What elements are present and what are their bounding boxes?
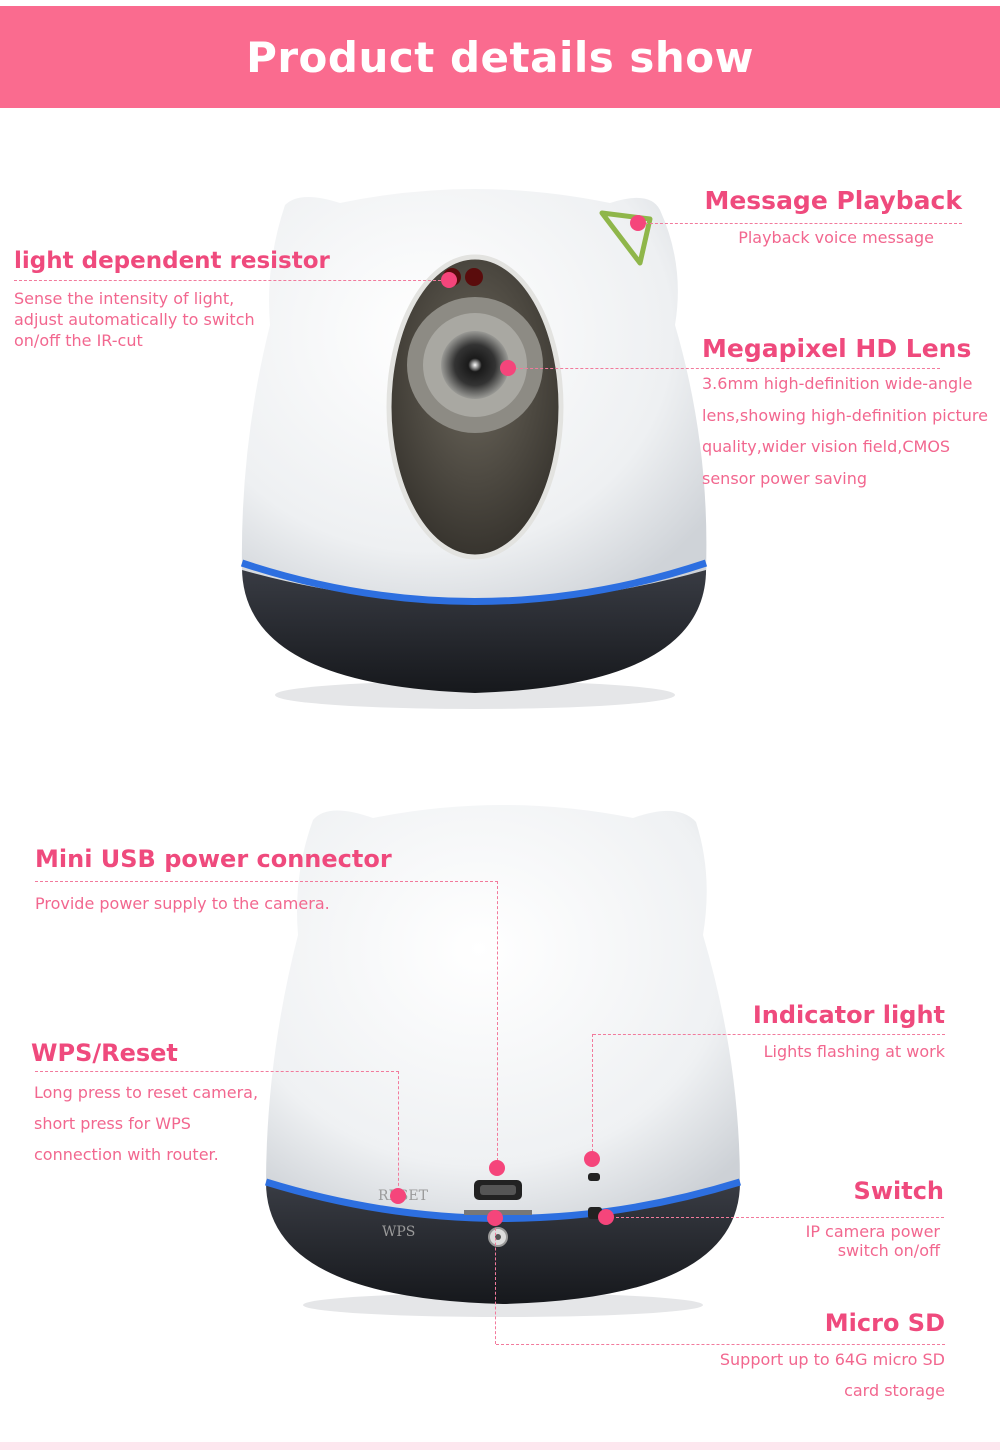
leader-line-indicator — [593, 1034, 945, 1035]
leader-line-wps — [35, 1071, 399, 1072]
marker-indicator — [584, 1151, 600, 1167]
callout-switch: Switch IP camera power switch on/off — [780, 1176, 944, 1260]
callout-description: Provide power supply to the camera. — [35, 894, 330, 913]
marker-switch — [598, 1209, 614, 1225]
callout-title: Megapixel HD Lens — [702, 334, 972, 363]
leader-line-indicator-vertical — [592, 1034, 593, 1152]
callout-title: light dependent resistor — [14, 248, 330, 274]
callout-title: Indicator light — [752, 1001, 945, 1029]
leader-line-light-sensor — [14, 280, 446, 281]
callout-usb: Mini USB power connector Provide power s… — [35, 844, 392, 919]
leader-line-wps-vertical — [398, 1071, 399, 1191]
callout-title: Switch — [853, 1177, 944, 1205]
callout-description: Lights flashing at work — [763, 1042, 945, 1061]
leader-line-message-playback — [640, 223, 962, 224]
callout-description: Sense the intensity of light, adjust aut… — [14, 289, 255, 350]
callout-description: IP camera power switch on/off — [805, 1222, 940, 1260]
marker-lens — [500, 360, 516, 376]
callout-micro-sd: Micro SD Support up to 64G micro SD card… — [690, 1308, 945, 1406]
leader-line-micro-sd-vertical — [495, 1218, 496, 1344]
callout-description: Playback voice message — [738, 228, 934, 247]
leader-line-switch — [606, 1217, 944, 1218]
callout-description: 3.6mm high-definition wide-angle lens,sh… — [702, 374, 988, 488]
callout-title: WPS/Reset — [31, 1039, 178, 1067]
leader-line-usb-vertical — [497, 881, 498, 1161]
callout-message-playback: Message Playback Playback voice message — [680, 186, 962, 253]
header-banner: Product details show — [0, 6, 1000, 108]
camera-front-image — [230, 185, 720, 715]
port-label-wps: WPS — [382, 1224, 415, 1240]
marker-micro-sd — [487, 1210, 503, 1226]
callout-title: Micro SD — [824, 1309, 945, 1337]
callout-indicator: Indicator light Lights flashing at work — [700, 1000, 945, 1067]
callout-title: Message Playback — [704, 186, 962, 215]
callout-title: Mini USB power connector — [35, 845, 392, 873]
callout-description: Support up to 64G micro SD card storage — [719, 1350, 945, 1400]
footer-strip — [0, 1442, 1000, 1450]
camera-back-image: RESET WPS — [258, 800, 748, 1320]
marker-light-sensor — [441, 272, 457, 288]
callout-lens: Megapixel HD Lens 3.6mm high-definition … — [702, 334, 994, 494]
callout-description: Long press to reset camera, short press … — [34, 1083, 259, 1164]
leader-line-usb — [35, 881, 498, 882]
marker-wps — [390, 1188, 406, 1204]
marker-message-playback — [630, 215, 646, 231]
callout-light-sensor: light dependent resistor Sense the inten… — [14, 246, 330, 351]
leader-line-lens — [510, 368, 940, 369]
callout-wps-reset: WPS/Reset Long press to reset camera, sh… — [31, 1038, 281, 1170]
leader-line-micro-sd — [496, 1344, 945, 1345]
page-title: Product details show — [246, 32, 754, 82]
marker-usb — [489, 1160, 505, 1176]
